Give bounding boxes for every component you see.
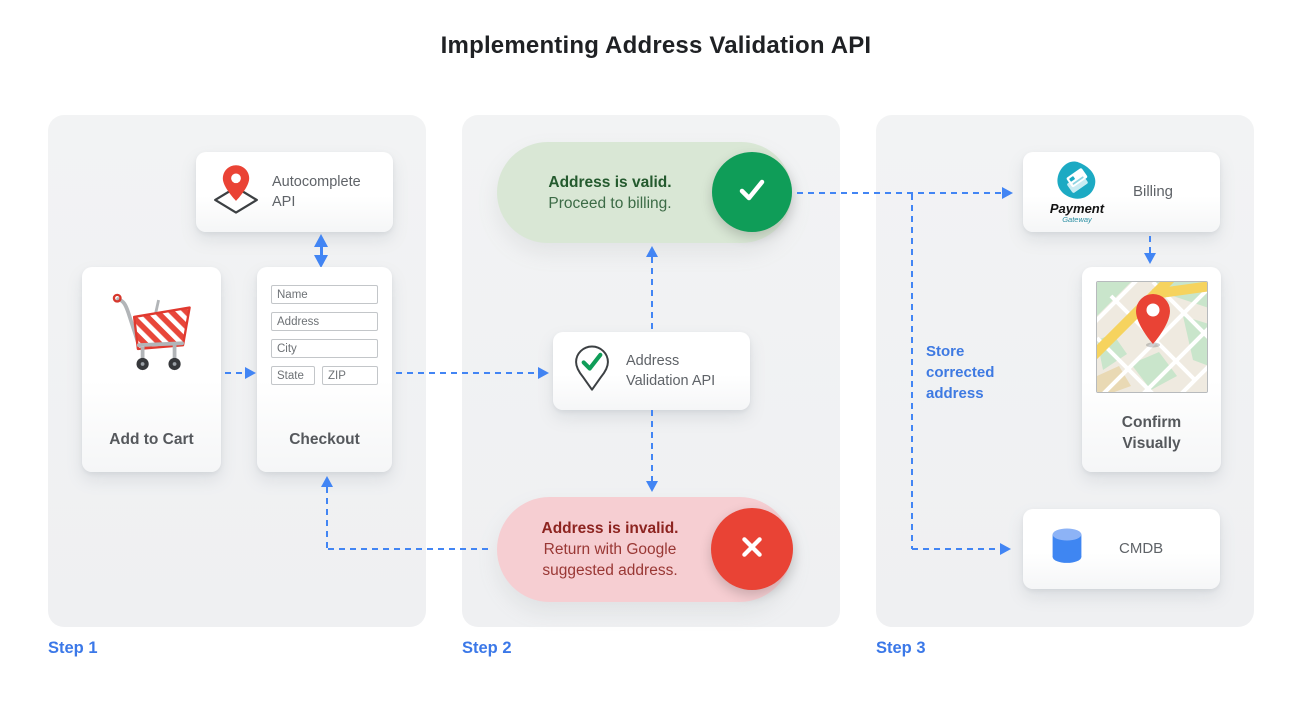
add-to-cart-label: Add to Cart xyxy=(109,431,194,448)
autocomplete-api-label: Autocomplete API xyxy=(272,174,361,210)
billing-label: Billing xyxy=(1133,183,1174,200)
invalid-subtitle: Return with Google suggested address. xyxy=(542,541,678,579)
checkout-card: Checkout xyxy=(257,267,392,472)
valid-title: Address is valid. xyxy=(548,173,672,191)
add-to-cart-card: Add to Cart xyxy=(82,267,221,472)
checkmark-icon xyxy=(732,170,772,215)
address-validation-api-card: Address Validation API xyxy=(553,332,750,410)
address-field[interactable] xyxy=(271,312,378,331)
confirm-visually-label: Confirm Visually xyxy=(1121,414,1182,452)
shopping-cart-icon xyxy=(105,285,199,384)
page-title: Implementing Address Validation API xyxy=(440,32,872,59)
state-field[interactable] xyxy=(271,366,315,385)
payment-logo-text: Payment xyxy=(1049,201,1105,216)
checkout-label: Checkout xyxy=(289,431,360,448)
step2-label: Step 2 xyxy=(462,639,512,657)
x-icon xyxy=(733,528,771,571)
map-thumbnail xyxy=(1095,281,1208,393)
autocomplete-api-card: Autocomplete API xyxy=(196,152,393,232)
payment-gateway-logo: Payment Gateway xyxy=(1035,160,1119,224)
city-field[interactable] xyxy=(271,339,378,358)
cmdb-card: CMDB xyxy=(1023,509,1220,589)
confirm-visually-card: Confirm Visually xyxy=(1082,267,1221,472)
valid-subtitle: Proceed to billing. xyxy=(548,194,672,212)
payment-gateway-icon xyxy=(1057,161,1096,199)
invalid-x-circle xyxy=(711,508,793,590)
gateway-logo-text: Gateway xyxy=(1062,215,1092,224)
validation-pin-icon xyxy=(573,345,611,397)
database-icon xyxy=(1043,524,1091,574)
billing-card: Payment Gateway Billing xyxy=(1023,152,1220,232)
invalid-title: Address is invalid. xyxy=(541,520,679,537)
step3-label: Step 3 xyxy=(876,639,926,657)
zip-field[interactable] xyxy=(322,366,378,385)
valid-check-circle xyxy=(712,152,792,232)
validation-api-label: Address Validation API xyxy=(626,353,716,389)
store-corrected-address-note: Store corrected address xyxy=(926,343,995,402)
step1-label: Step 1 xyxy=(48,639,98,657)
autocomplete-api-icon xyxy=(210,164,262,221)
cmdb-label: CMDB xyxy=(1119,540,1164,557)
name-field[interactable] xyxy=(271,285,378,304)
